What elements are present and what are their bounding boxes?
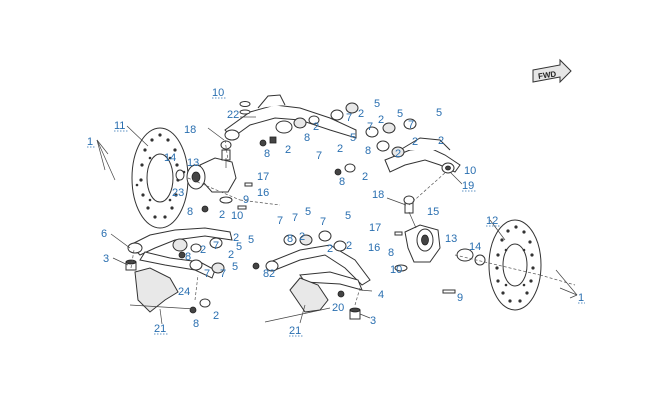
callout-17-left: 17 [257,171,269,183]
callout-8: 8 [185,251,191,263]
callout-1-left: 1 [87,136,93,148]
callout-7: 7 [220,268,226,280]
callout-2: 2 [412,136,418,148]
callout-5: 5 [248,234,254,246]
callout-7: 7 [204,268,210,280]
callout-2: 2 [346,240,352,252]
skid-guard-right [289,277,329,313]
callout-14-right: 14 [469,241,481,253]
callout-2: 2 [358,108,364,120]
callout-14-left: 14 [164,152,176,164]
callout-8: 8 [264,148,270,160]
callout-7: 7 [320,216,326,228]
callout-2: 2 [327,243,333,255]
callout-1-right: 1 [578,292,584,304]
callout-11: 11 [114,120,125,132]
callout-8: 8 [388,247,394,259]
assembly-lines [130,139,576,306]
leader-lines [96,116,578,325]
callout-2: 2 [378,114,384,126]
callout-3-left: 3 [103,253,109,265]
callout-7: 7 [277,215,283,227]
callout-2: 2 [299,231,305,243]
callout-8: 8 [287,233,293,245]
callout-underlines [87,97,585,337]
callout-5: 5 [236,241,242,253]
callout-7: 7 [367,121,373,133]
callout-5: 5 [305,206,311,218]
callout-24: 24 [178,286,190,298]
callout-21-left: 21 [154,323,166,335]
callout-labels: 1 1 11 12 18 18 10 22 14 14 13 13 23 17 … [87,87,584,337]
callout-16-left: 16 [257,187,269,199]
callout-7: 7 [292,212,298,224]
callout-18-left: 18 [184,124,196,136]
callout-10-arm: 10 [464,165,476,177]
callout-19: 19 [462,180,474,192]
callout-5: 5 [345,210,351,222]
hardware-set [178,109,456,314]
callout-21-right: 21 [289,325,301,337]
upper-a-arm-left [224,94,359,144]
brake-disc-right [488,219,542,311]
callout-5: 5 [436,107,442,119]
callout-13-right: 13 [445,233,457,245]
callout-7: 7 [213,240,219,252]
lower-a-arm-right [265,230,371,291]
callout-17-right: 17 [369,222,381,234]
callout-2: 2 [213,310,219,322]
brake-disc-left [131,127,189,229]
callout-2: 2 [362,171,368,183]
callout-10-right: 10 [390,264,402,276]
callout-2: 2 [219,209,225,221]
callout-2: 2 [233,232,239,244]
callout-13-left: 13 [187,157,199,169]
callout-10-mid: 10 [231,210,243,222]
callout-5: 5 [350,132,356,144]
callout-23: 23 [172,187,184,199]
callout-7: 7 [346,112,352,124]
knuckle-right [403,195,486,266]
lower-a-arm-left [127,227,233,279]
ball-joint-right [349,307,361,320]
callout-7: 7 [408,119,414,131]
callout-2: 2 [200,244,206,256]
callout-20: 20 [332,302,344,314]
fwd-text: FWD [538,69,558,80]
callout-9-left: 9 [243,194,249,206]
callout-2: 2 [337,143,343,155]
callout-2: 2 [228,249,234,261]
callout-2: 2 [313,121,319,133]
knuckle-left [175,140,237,193]
callout-5: 5 [374,98,380,110]
callout-22: 22 [227,109,239,121]
callout-2: 2 [395,148,401,160]
callout-8: 8 [304,132,310,144]
callout-5: 5 [397,108,403,120]
callout-8: 8 [193,318,199,330]
callout-8: 8 [339,176,345,188]
callout-8: 8 [263,268,269,280]
callout-10-top: 10 [212,87,224,99]
callout-7: 7 [316,150,322,162]
fwd-arrow-icon: FWD [532,58,572,84]
callout-3-right: 3 [370,315,376,327]
callout-2: 2 [438,135,444,147]
callout-9-right: 9 [457,292,463,304]
callout-2: 2 [269,268,275,280]
callout-4: 4 [378,289,384,301]
callout-6: 6 [101,228,107,240]
callout-12: 12 [486,215,498,227]
callout-5: 5 [232,261,238,273]
callout-18-right: 18 [372,189,384,201]
callout-8: 8 [187,206,193,218]
callout-15: 15 [427,206,439,218]
callout-8: 8 [365,145,371,157]
callout-2: 2 [285,144,291,156]
skid-guard-left [134,267,179,313]
upper-a-arm-right [365,118,461,174]
callout-16-right: 16 [368,242,380,254]
